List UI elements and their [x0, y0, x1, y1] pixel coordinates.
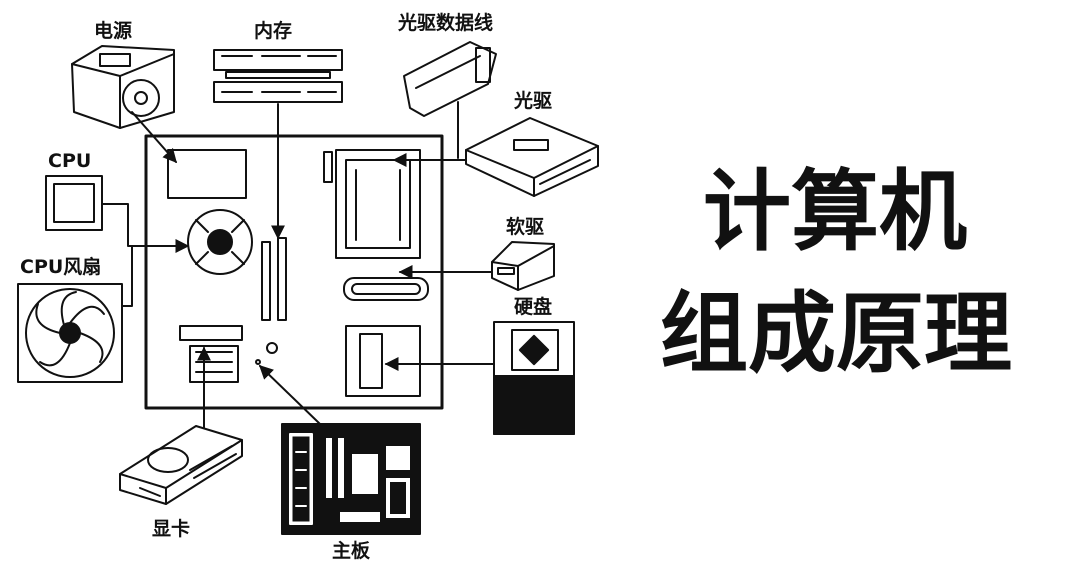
cpu-socket-fan — [187, 209, 253, 275]
memory-sticks — [213, 49, 343, 103]
graphics-card — [119, 425, 243, 505]
cpu-chip — [45, 175, 103, 231]
label-motherboard: 主板 — [332, 540, 371, 562]
title-line-2: 组成原理 — [660, 282, 1013, 385]
label-power-supply: 电源 — [94, 20, 133, 42]
arrow-cpu — [101, 203, 190, 253]
arrow-power-supply — [131, 111, 177, 164]
label-floppy: 软驱 — [506, 216, 545, 238]
arrow-motherboard — [258, 365, 321, 425]
arrow-cpu-fan — [121, 245, 133, 307]
motherboard-sketch — [281, 423, 421, 535]
title-line-1: 计算机 — [702, 160, 967, 263]
power-supply — [71, 45, 175, 129]
floppy-drive — [491, 241, 555, 291]
hard-disk — [493, 321, 575, 435]
label-optical-cable: 光驱数据线 — [398, 12, 494, 34]
label-hard-disk: 硬盘 — [514, 296, 553, 318]
connector-arrows — [101, 101, 495, 429]
label-cpu: CPU — [48, 150, 92, 172]
optical-drive — [465, 117, 599, 197]
drive-bay-slots — [323, 149, 429, 397]
optical-data-cable — [403, 41, 497, 117]
motherboard-board — [144, 134, 444, 410]
label-memory: 内存 — [254, 20, 293, 42]
cpu-fan — [17, 283, 123, 383]
label-cpu-fan: CPU风扇 — [20, 256, 102, 278]
label-optical-drive: 光驱 — [514, 90, 553, 112]
label-gpu: 显卡 — [152, 518, 191, 540]
